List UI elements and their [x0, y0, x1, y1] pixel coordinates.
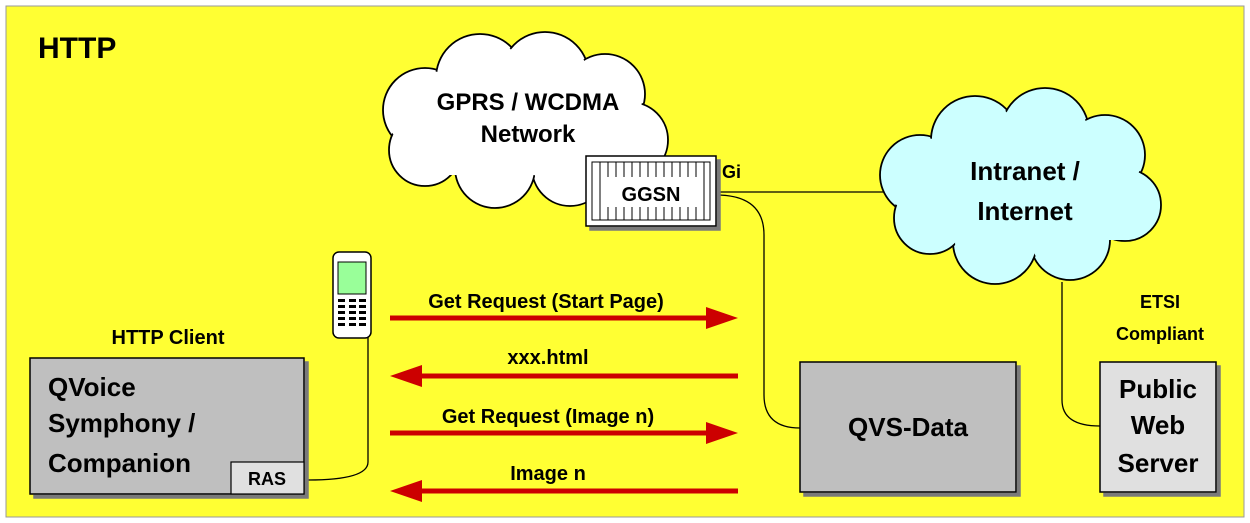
etsi-caption-1: ETSI [1140, 292, 1180, 312]
message-arrow-1 [390, 307, 738, 329]
diagram-title: HTTP [38, 32, 116, 65]
gprs-wcdma-cloud: GPRS / WCDMA Network [382, 31, 669, 209]
message-label-4: Image n [510, 463, 586, 485]
gprs-cloud-label-1: GPRS / WCDMA [437, 89, 620, 116]
message-arrow-2 [390, 365, 738, 387]
gprs-cloud-label-2: Network [481, 121, 576, 148]
gi-interface-label: Gi [722, 162, 741, 182]
client-label-3: Companion [48, 448, 191, 478]
http-client-caption: HTTP Client [112, 327, 225, 349]
message-label-2: xxx.html [507, 347, 588, 369]
intranet-internet-cloud: Intranet / Internet [879, 87, 1162, 285]
network-links [307, 191, 1101, 481]
message-arrow-3 [390, 422, 738, 444]
message-label-1: Get Request (Start Page) [428, 291, 664, 313]
internet-cloud-label-2: Internet [977, 196, 1073, 226]
server-label-3: Server [1118, 448, 1199, 478]
etsi-caption-2: Compliant [1116, 324, 1204, 344]
ggsn-router: GGSN [585, 155, 717, 227]
server-label-1: Public [1119, 374, 1197, 404]
message-arrow-4 [390, 480, 738, 502]
message-label-3: Get Request (Image n) [442, 406, 654, 428]
qvs-data-label: QVS-Data [848, 412, 968, 442]
ggsn-label: GGSN [622, 184, 681, 206]
mobile-phone-icon [332, 251, 372, 339]
public-web-server-box: Public Web Server [1099, 361, 1217, 493]
client-label-1: QVoice [48, 372, 136, 402]
ras-box: RAS [230, 461, 305, 495]
server-label-2: Web [1131, 410, 1185, 440]
internet-cloud-label-1: Intranet / [970, 156, 1080, 186]
ras-label: RAS [248, 469, 286, 489]
qvs-data-box: QVS-Data [799, 361, 1017, 493]
client-label-2: Symphony / [48, 408, 195, 438]
